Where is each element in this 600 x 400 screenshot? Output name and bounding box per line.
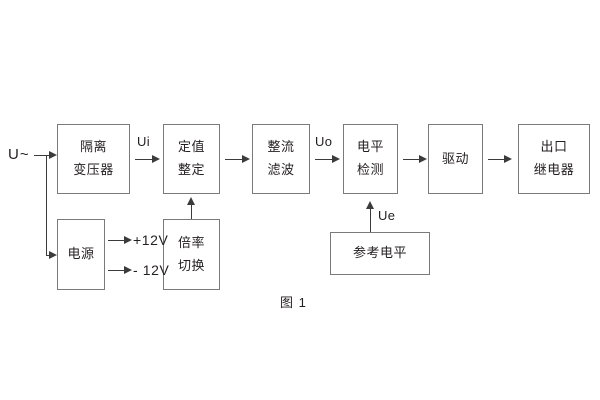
block-line: 整定	[177, 162, 205, 177]
arrow-supply-positive	[124, 236, 132, 244]
line-reference-to-level	[370, 209, 371, 232]
block-level-detect[interactable]: 电平 检测	[343, 124, 398, 194]
source-label-u: U~	[8, 146, 30, 163]
block-multiplier-switch[interactable]: 倍率 切换	[163, 219, 220, 290]
block-setpoint-adjust[interactable]: 定值 整定	[163, 124, 220, 194]
block-line: 倍率	[177, 234, 205, 250]
block-driver[interactable]: 驱动	[428, 124, 483, 194]
signal-label-ue: Ue	[378, 208, 396, 223]
block-line: 变压器	[73, 162, 114, 177]
block-line: 参考电平	[352, 245, 407, 261]
block-power-supply[interactable]: 电源	[57, 219, 105, 290]
block-line: 继电器	[533, 162, 575, 177]
source-bus-vertical	[46, 155, 47, 255]
line-multiplier-to-setpoint	[191, 205, 192, 219]
arrow-level-to-driver	[419, 155, 427, 163]
block-line: 驱动	[441, 150, 469, 166]
arrow-rectify-to-level	[332, 155, 340, 163]
line-rectify-to-level	[315, 159, 333, 160]
block-reference-level[interactable]: 参考电平	[330, 232, 430, 275]
block-line: 定值	[177, 139, 205, 155]
block-rectify-filter[interactable]: 整流 滤波	[252, 124, 310, 194]
feed-top	[46, 155, 49, 156]
block-line: 电平	[356, 139, 384, 155]
arrow-to-power-supply	[49, 251, 57, 259]
signal-label-uo: Uo	[315, 134, 333, 149]
block-line: 检测	[356, 162, 384, 177]
label-supply-positive: +12V	[133, 232, 169, 248]
feed-bottom	[46, 255, 49, 256]
line-supply-negative	[108, 270, 125, 271]
arrow-multiplier-to-setpoint	[187, 197, 195, 205]
block-line: 切换	[177, 257, 205, 273]
line-isolation-to-setpoint	[135, 159, 153, 160]
block-line: 滤波	[267, 162, 295, 177]
block-line: 电源	[67, 246, 95, 262]
arrow-supply-negative	[124, 266, 132, 274]
arrow-setpoint-to-rectify	[242, 155, 250, 163]
block-output-relay[interactable]: 出口 继电器	[518, 124, 590, 194]
arrow-driver-to-relay	[504, 155, 512, 163]
arrow-isolation-to-setpoint	[152, 155, 160, 163]
block-line: 整流	[267, 139, 295, 155]
block-isolation-transformer[interactable]: 隔离 变压器	[57, 124, 130, 194]
line-supply-positive	[108, 240, 125, 241]
line-level-to-driver	[403, 159, 420, 160]
source-stub-line	[34, 155, 46, 156]
arrow-reference-to-level	[366, 201, 374, 209]
figure-caption: 图 1	[280, 295, 307, 310]
block-line: 隔离	[79, 139, 107, 155]
line-driver-to-relay	[488, 159, 505, 160]
signal-label-ui: Ui	[137, 134, 151, 149]
label-supply-negative: - 12V	[133, 262, 170, 278]
arrow-to-isolation-transformer	[49, 151, 57, 159]
block-line: 出口	[540, 139, 568, 155]
line-setpoint-to-rectify	[225, 159, 243, 160]
